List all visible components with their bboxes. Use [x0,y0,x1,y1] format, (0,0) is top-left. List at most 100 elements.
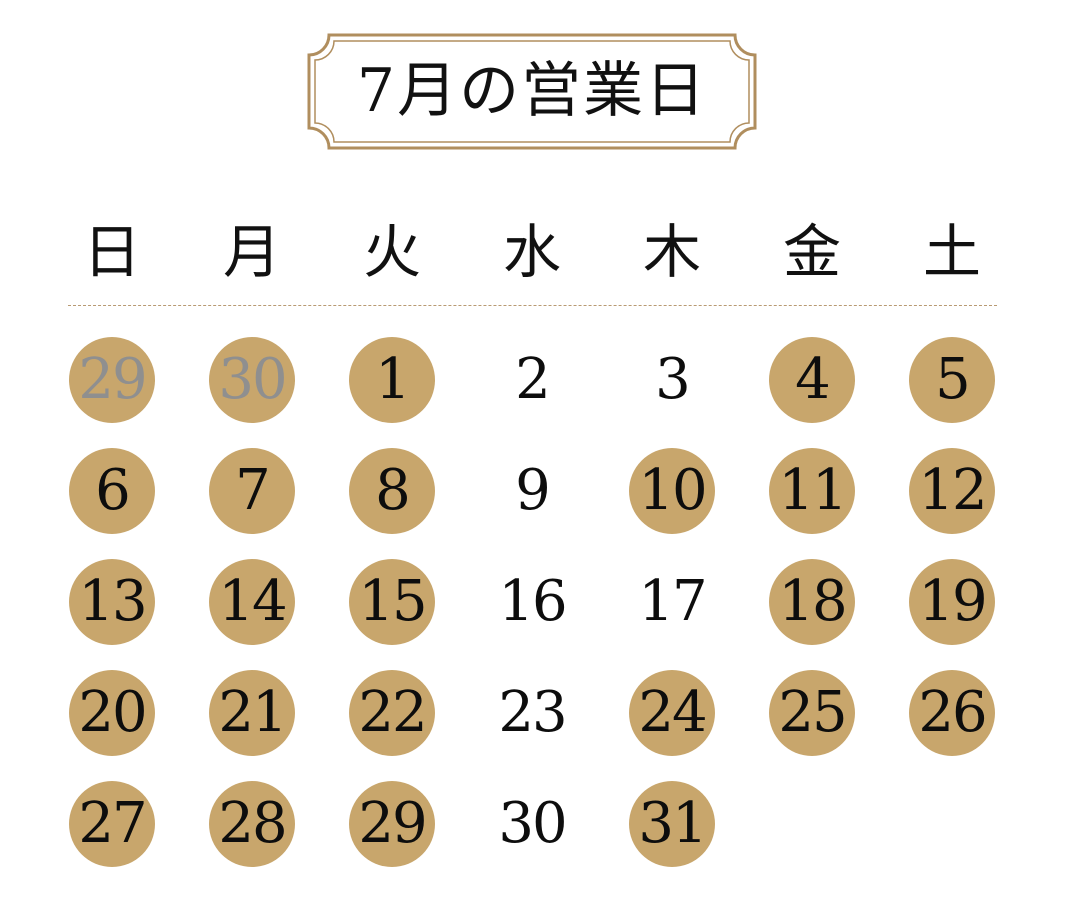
business-day-marker [209,670,295,756]
business-day-cell: 4 [742,324,882,435]
business-day-cell: 18 [742,546,882,657]
closed-day-cell: 16 [462,546,602,657]
day-number: 16 [498,569,567,634]
closed-day-cell: 3 [602,324,742,435]
business-day-marker [209,337,295,423]
day-number: 7 [235,458,271,523]
business-day-marker [769,670,855,756]
business-day-marker [69,670,155,756]
business-day-marker [909,448,995,534]
business-day-marker [769,448,855,534]
business-day-marker [209,448,295,534]
day-number: 11 [778,458,847,523]
weekday-label: 金 [782,218,841,286]
day-number: 23 [498,680,567,745]
business-day-cell: 11 [742,435,882,546]
day-number: 29 [358,791,427,856]
day-number: 3 [655,347,691,412]
day-number: 1 [375,347,411,412]
day-number: 15 [358,569,427,634]
closed-day-cell: 17 [602,546,742,657]
day-number: 20 [78,680,147,745]
business-day-cell: 28 [182,768,322,879]
business-day-cell: 10 [602,435,742,546]
day-number: 30 [498,791,567,856]
business-day-cell: 15 [322,546,462,657]
header-divider [68,305,997,306]
business-day-cell: 22 [322,657,462,768]
day-number: 17 [638,569,707,634]
day-number: 24 [638,680,707,745]
business-day-cell: 13 [42,546,182,657]
business-day-cell: 20 [42,657,182,768]
business-day-marker [629,781,715,867]
day-number: 6 [95,458,131,523]
closed-day-cell: 30 [462,768,602,879]
business-day-cell: 5 [882,324,1022,435]
day-number: 10 [638,458,707,523]
day-number: 30 [218,347,287,412]
business-day-marker [909,670,995,756]
business-day-cell: 27 [42,768,182,879]
day-number: 28 [218,791,287,856]
business-day-marker [209,781,295,867]
weekday-label: 月 [222,218,281,286]
business-day-marker [909,559,995,645]
business-day-marker [909,337,995,423]
title-frame: 7月の営業日 [307,33,757,150]
weekday-label: 木 [642,218,701,286]
business-day-cell: 26 [882,657,1022,768]
business-day-cell: 12 [882,435,1022,546]
weekday-label: 日 [82,218,141,286]
business-day-marker [769,337,855,423]
business-day-cell: 14 [182,546,322,657]
business-day-marker [769,559,855,645]
business-day-marker [69,337,155,423]
business-day-cell: 21 [182,657,322,768]
business-day-cell: 29 [322,768,462,879]
day-number: 22 [358,680,427,745]
closed-day-cell: 2 [462,324,602,435]
day-number: 29 [78,347,147,412]
day-number: 8 [375,458,411,523]
business-day-cell: 19 [882,546,1022,657]
business-day-cell: 24 [602,657,742,768]
day-number: 9 [515,458,551,523]
business-day-marker [349,448,435,534]
day-number: 2 [515,347,551,412]
day-number: 26 [918,680,987,745]
business-day-marker [629,670,715,756]
title-frame-border [307,33,757,150]
day-number: 14 [218,569,287,634]
day-number: 31 [638,791,707,856]
day-number: 27 [78,791,147,856]
business-day-marker [629,448,715,534]
closed-day-cell: 23 [462,657,602,768]
business-day-cell: 31 [602,768,742,879]
business-day-marker [349,670,435,756]
business-day-marker [349,559,435,645]
business-day-marker [69,448,155,534]
weekday-header: 日月火水木金土 [42,212,1022,292]
closed-day-cell: 9 [462,435,602,546]
weekday-label: 水 [502,218,561,286]
day-number: 19 [918,569,987,634]
day-number: 13 [78,569,147,634]
day-number: 18 [778,569,847,634]
business-day-marker [69,781,155,867]
business-day-marker [349,337,435,423]
business-day-marker [209,559,295,645]
business-day-cell: 6 [42,435,182,546]
business-day-cell: 1 [322,324,462,435]
day-number: 25 [778,680,847,745]
weekday-label: 火 [362,218,421,286]
day-number: 21 [218,680,287,745]
page-title: 7月の営業日 [356,56,708,126]
day-number: 5 [935,347,971,412]
day-number: 4 [795,347,831,412]
business-day-cell: 30 [182,324,322,435]
day-number: 12 [918,458,987,523]
business-day-marker [69,559,155,645]
business-day-cell: 25 [742,657,882,768]
